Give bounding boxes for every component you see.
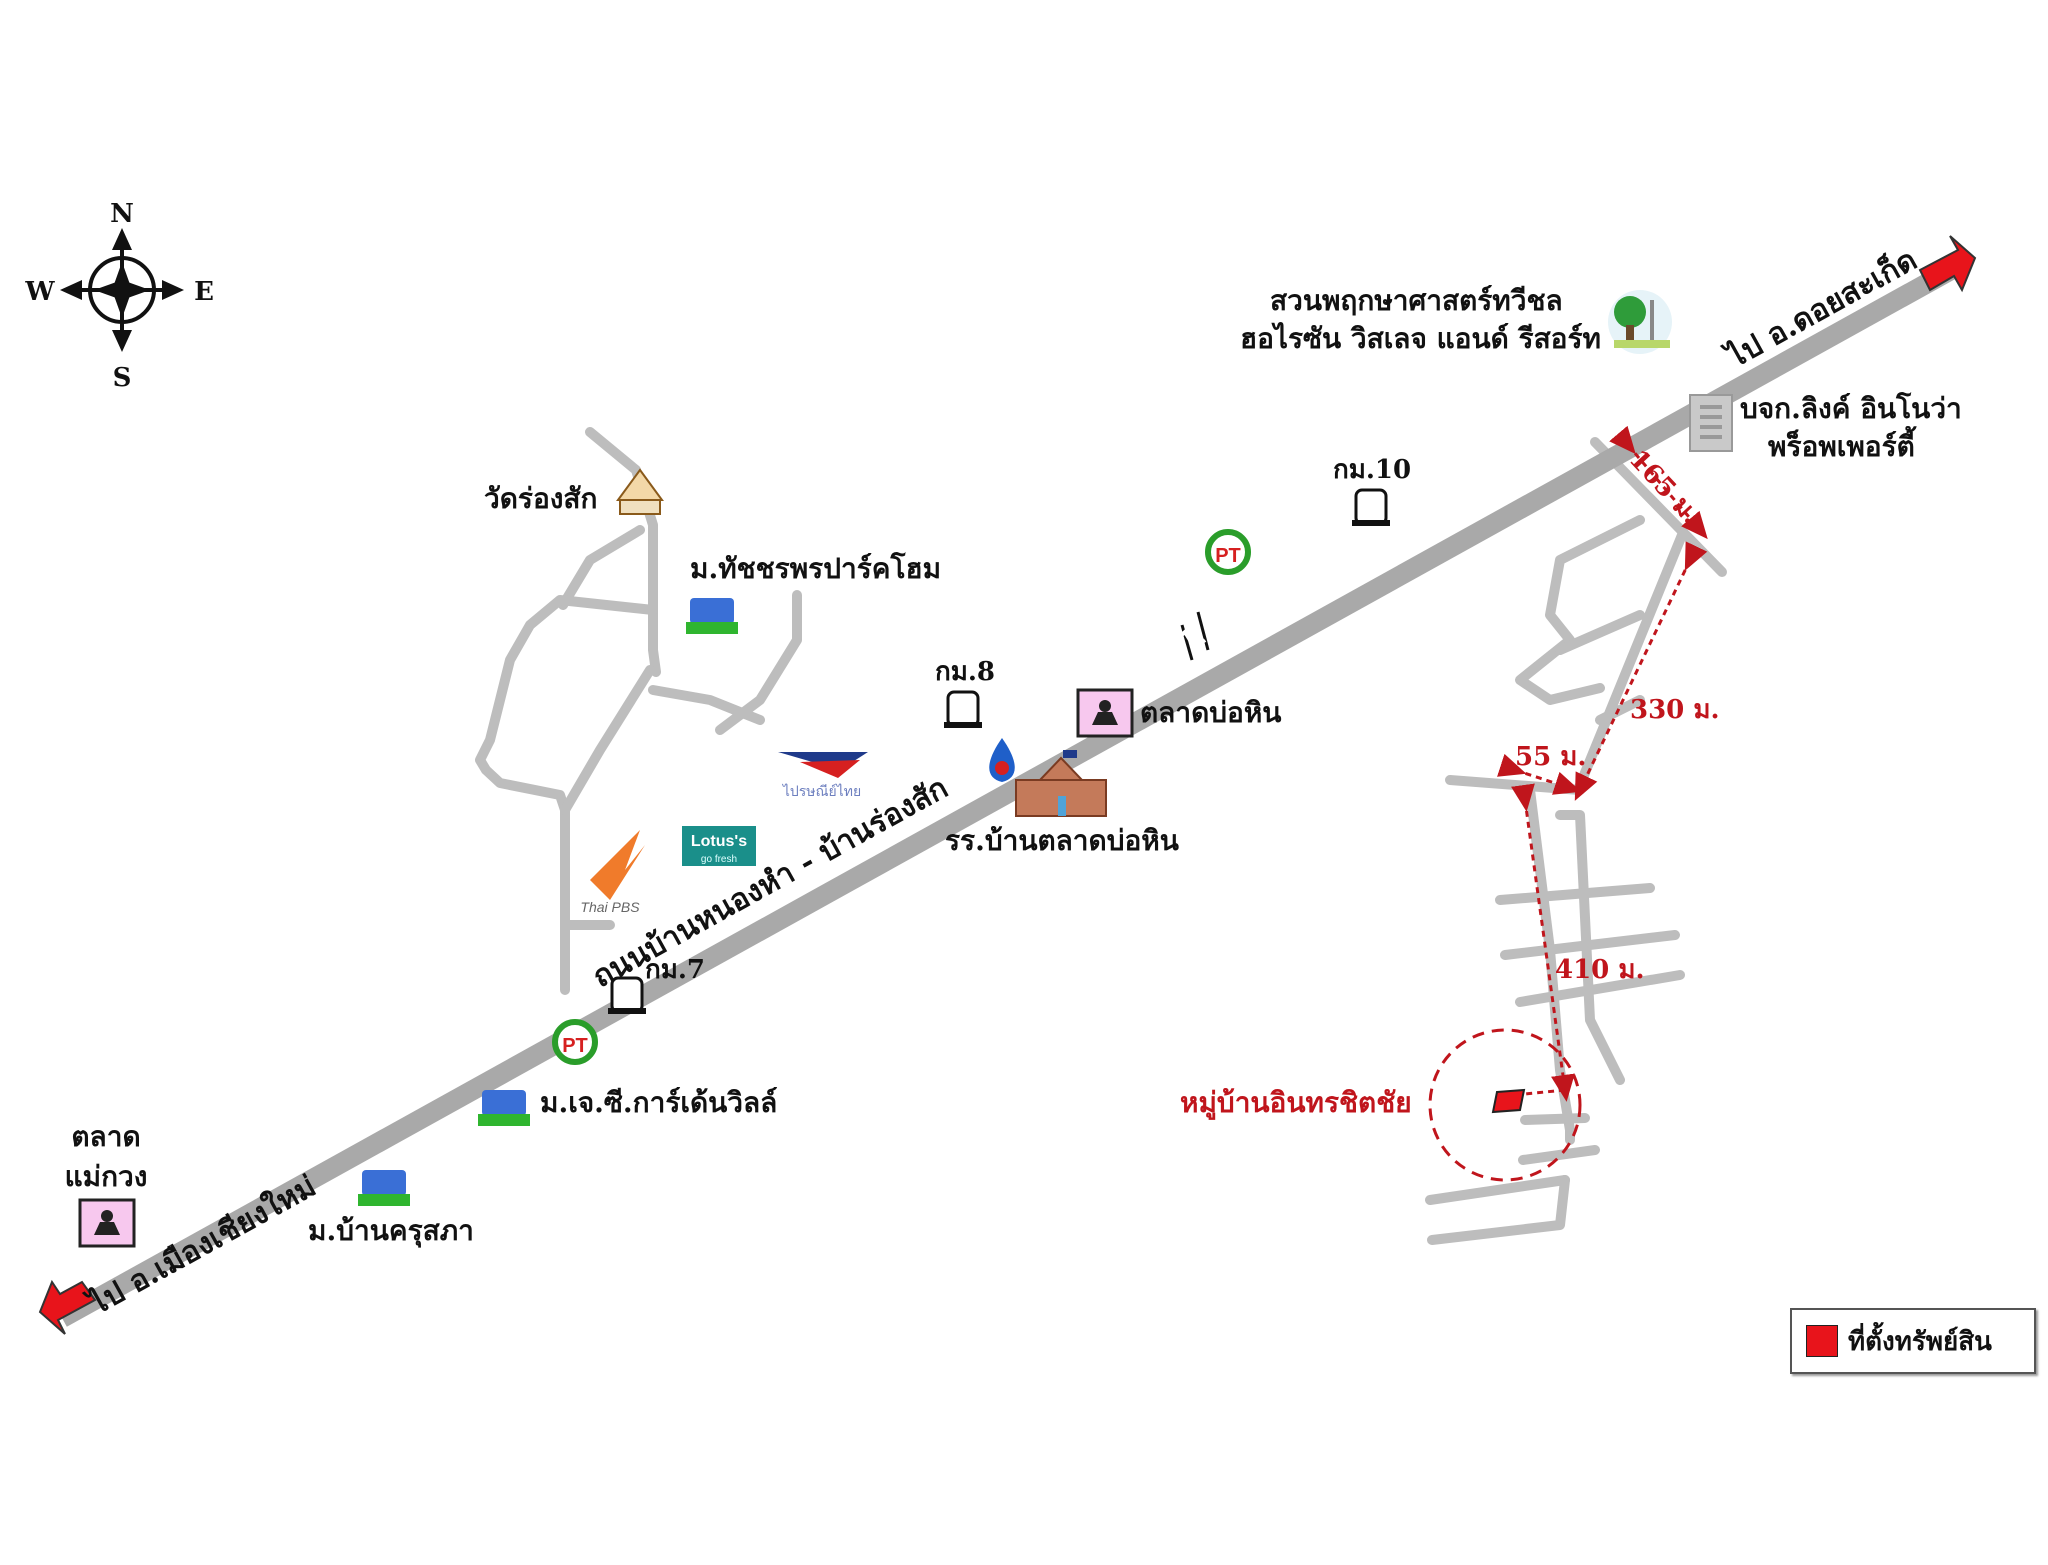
compass-rose: N S W E (24, 199, 214, 393)
svg-text:Thai PBS: Thai PBS (580, 899, 640, 915)
target-village-label: หมู่บ้านอินทรชิตชัย (1180, 1086, 1412, 1120)
target-area-circle (1428, 1028, 1582, 1182)
arrow-southwest-icon (38, 1279, 97, 1335)
compass-east-label: E (194, 277, 214, 307)
arrow-northeast-icon (1918, 235, 1977, 293)
botanical-label-line2: ฮอไรซัน วิสเลจ แอนด์ รีสอร์ท (1240, 322, 1601, 355)
km-marker-10-label: กม.10 (1333, 455, 1411, 485)
main-road-name-label: ถนนบ้านหนองหำ - บ้านร่องสัก (587, 770, 954, 995)
company-label-line1: บจก.ลิงค์ อินโนว่า (1740, 391, 1962, 425)
pt-station-icon: PT (1205, 529, 1251, 575)
park-icon (1608, 290, 1672, 354)
km-marker-7-label: กม.7 (645, 955, 705, 985)
village-khrusapha-icon (358, 1170, 410, 1206)
compass-south-label: S (113, 363, 132, 393)
pt-station-icon: PT (552, 1019, 598, 1065)
side-roads-east (1425, 437, 1727, 1245)
market-bohin-label: ตลาดบ่อหิน (1140, 696, 1281, 729)
gas-station-drop-icon (989, 738, 1015, 782)
market-maekuang-label-line1: ตลาด (71, 1120, 140, 1153)
market-maekuang-label-line2: แม่กวง (65, 1160, 148, 1193)
market-maekuang-icon (78, 1198, 136, 1248)
distance-guides (1497, 425, 1708, 1102)
temple-icon (616, 468, 664, 515)
botanical-label-line1: สวนพฤกษาศาสตร์ทวีชล (1270, 284, 1563, 317)
map-legend: ที่ตั้งทรัพย์สิน (1790, 1308, 2036, 1374)
compass-west-label: W (24, 277, 55, 307)
market-bohin-icon (1076, 688, 1134, 738)
legend-swatch (1806, 1325, 1838, 1357)
main-road (38, 235, 1977, 1335)
school-label: รร.บ้านตลาดบ่อหิน (945, 824, 1179, 857)
company-label-line2: พร็อพเพอร์ตี้ (1768, 425, 1917, 463)
legend-label: ที่ตั้งทรัพย์สิน (1848, 1326, 1992, 1357)
village-jc-label: ม.เจ.ซี.การ์เด้นวิลล์ (540, 1086, 777, 1119)
school-icon (1015, 750, 1107, 817)
thai-pbs-logo: Thai PBS (580, 830, 645, 915)
distance-label-55: 55 ม. (1515, 742, 1586, 772)
temple-label: วัดร่องสัก (484, 482, 597, 515)
km-marker-8: กม.8 (935, 657, 995, 728)
village-thatchara-icon (686, 598, 738, 634)
distance-label-330: 330 ม. (1630, 695, 1720, 725)
property-location-marker (1491, 1088, 1526, 1114)
km-marker-10: กม.10 (1333, 455, 1411, 526)
village-khrusapha-label: ม.บ้านครุสภา (308, 1214, 474, 1248)
svg-text:PT: PT (562, 1035, 588, 1057)
side-roads-west (475, 427, 802, 995)
svg-text:ไปรษณีย์ไทย: ไปรษณีย์ไทย (782, 783, 861, 800)
km-marker-8-label: กม.8 (935, 657, 995, 687)
lotus-logo: Lotus's go fresh (682, 826, 756, 866)
km-marker-7: กม.7 (608, 955, 705, 1014)
compass-north-label: N (110, 199, 134, 229)
post-office-logo: ไปรษณีย์ไทย (778, 752, 868, 800)
svg-text:PT: PT (1215, 545, 1241, 567)
office-building-icon (1689, 394, 1733, 452)
distance-label-410: 410 ม. (1555, 955, 1645, 985)
svg-text:Lotus's: Lotus's (691, 833, 747, 850)
svg-text:go fresh: go fresh (701, 854, 737, 865)
village-thatchara-label: ม.ทัชชรพรปาร์คโฮม (690, 551, 941, 585)
village-jc-icon (478, 1090, 530, 1126)
